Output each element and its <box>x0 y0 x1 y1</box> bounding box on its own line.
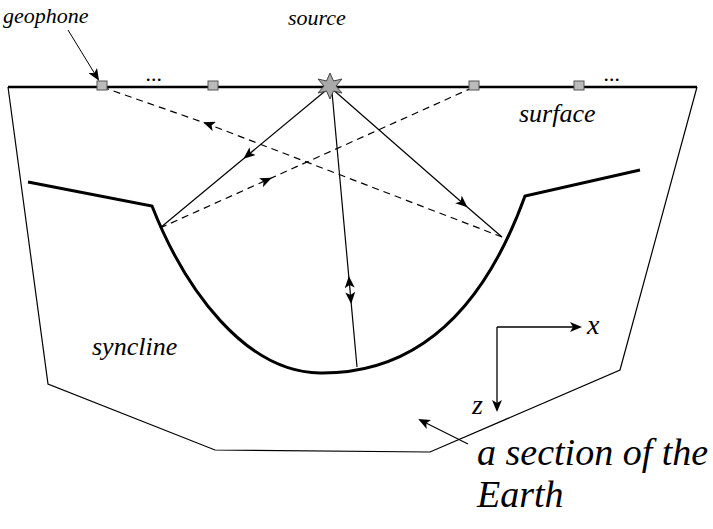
surface-line <box>8 86 697 89</box>
ellipsis: ... <box>146 62 163 86</box>
ray <box>160 87 330 228</box>
x-axis <box>497 326 580 327</box>
leader-line <box>68 30 98 79</box>
ray-arrow <box>332 92 351 302</box>
part-label: geophone <box>3 4 89 28</box>
ray <box>332 92 357 367</box>
caption-label: a section of the Earth <box>477 432 709 516</box>
syncline-boundary <box>28 170 640 373</box>
axis-label: z <box>472 390 483 421</box>
geophone-symbol <box>469 81 479 90</box>
z-axis <box>496 327 497 410</box>
reflected-ray <box>160 87 474 228</box>
axis-label: x <box>587 310 599 341</box>
ray-arrow <box>349 278 357 367</box>
part-label: source <box>288 6 346 30</box>
leader-line <box>420 420 468 444</box>
geophone-symbol <box>97 81 107 90</box>
ray <box>330 87 502 237</box>
reflected-ray <box>102 87 502 237</box>
source-symbol <box>318 73 342 99</box>
ellipsis: ... <box>604 62 621 86</box>
part-label: surface <box>519 100 596 129</box>
geophone-symbol <box>574 81 584 90</box>
section-outline <box>8 87 697 452</box>
part-label: syncline <box>92 333 177 362</box>
geophone-symbol <box>208 81 218 90</box>
